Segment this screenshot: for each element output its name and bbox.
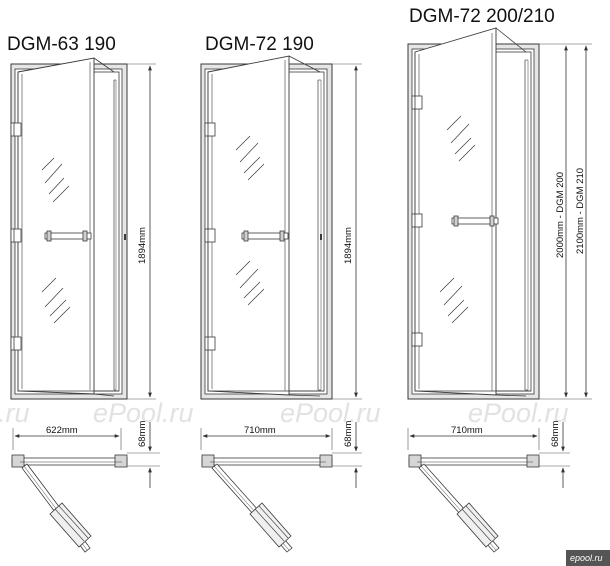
depth-label: 68mm xyxy=(137,421,148,447)
height-label-dgm200: 2000mm - DGM 200 xyxy=(555,172,566,258)
depth-label: 68mm xyxy=(343,421,354,447)
hinge-icon xyxy=(411,332,423,347)
door-title: DGM-72 190 xyxy=(205,34,314,55)
door-handle-icon xyxy=(451,215,499,227)
hinge-icon xyxy=(204,336,216,351)
width-label: 622mm xyxy=(46,425,78,436)
height-label: 1894mm xyxy=(137,227,148,264)
width-dimension: 622mm xyxy=(12,425,122,450)
brand-badge-text: epool.ru xyxy=(570,553,603,563)
height-dimension: 1894mm xyxy=(127,63,156,400)
depth-dimension: 68mm xyxy=(332,421,362,488)
door-title: DGM-72 200/210 xyxy=(409,6,555,27)
door-front-view xyxy=(10,57,128,400)
depth-dimension: 68mm xyxy=(127,421,160,488)
hinge-icon xyxy=(204,228,216,243)
door-drawing-dgm72-190: DGM-72 190 xyxy=(200,34,362,553)
depth-label: 68mm xyxy=(550,421,561,447)
door-front-view xyxy=(200,55,333,400)
width-dimension: 710mm xyxy=(200,425,333,450)
hinge-icon xyxy=(10,122,22,137)
door-front-view xyxy=(407,27,540,400)
hinge-icon xyxy=(204,122,216,137)
door-handle-icon xyxy=(44,230,92,242)
watermark-text: .ru xyxy=(0,398,30,428)
watermark-text: ePool.ru xyxy=(93,398,194,428)
brand-badge: epool.ru xyxy=(566,550,610,566)
glass-reflection-icon xyxy=(235,135,265,306)
height-label: 1894mm xyxy=(343,227,354,264)
watermark-layer: .ru ePool.ru ePool.ru ePool.ru xyxy=(0,398,569,428)
hinge-icon xyxy=(411,95,423,110)
door-drawing-dgm63-190: DGM-63 190 xyxy=(7,34,160,553)
hinge-icon xyxy=(10,336,22,351)
height-dimension: 1894mm xyxy=(332,63,362,400)
door-plan-view xyxy=(408,454,540,553)
glass-reflection-icon xyxy=(439,115,476,324)
depth-dimension: 68mm xyxy=(539,421,570,488)
hinge-icon xyxy=(10,228,22,243)
watermark-text: ePool.ru xyxy=(280,398,381,428)
door-title: DGM-63 190 xyxy=(7,34,116,55)
door-plan-view xyxy=(201,454,333,553)
width-label: 710mm xyxy=(451,425,483,436)
door-drawing-dgm72-200-210: DGM-72 200/210 xyxy=(407,6,592,553)
glass-reflection-icon xyxy=(41,157,71,324)
width-label: 710mm xyxy=(244,425,276,436)
watermark-text: ePool.ru xyxy=(468,398,569,428)
height-dimension: 2000mm - DGM 200 2100mm - DGM 210 xyxy=(539,43,592,400)
height-label-dgm210: 2100mm - DGM 210 xyxy=(575,168,586,254)
hinge-icon xyxy=(411,213,423,228)
door-plan-view xyxy=(11,454,128,553)
width-dimension: 710mm xyxy=(407,425,540,450)
door-handle-icon xyxy=(241,230,289,242)
